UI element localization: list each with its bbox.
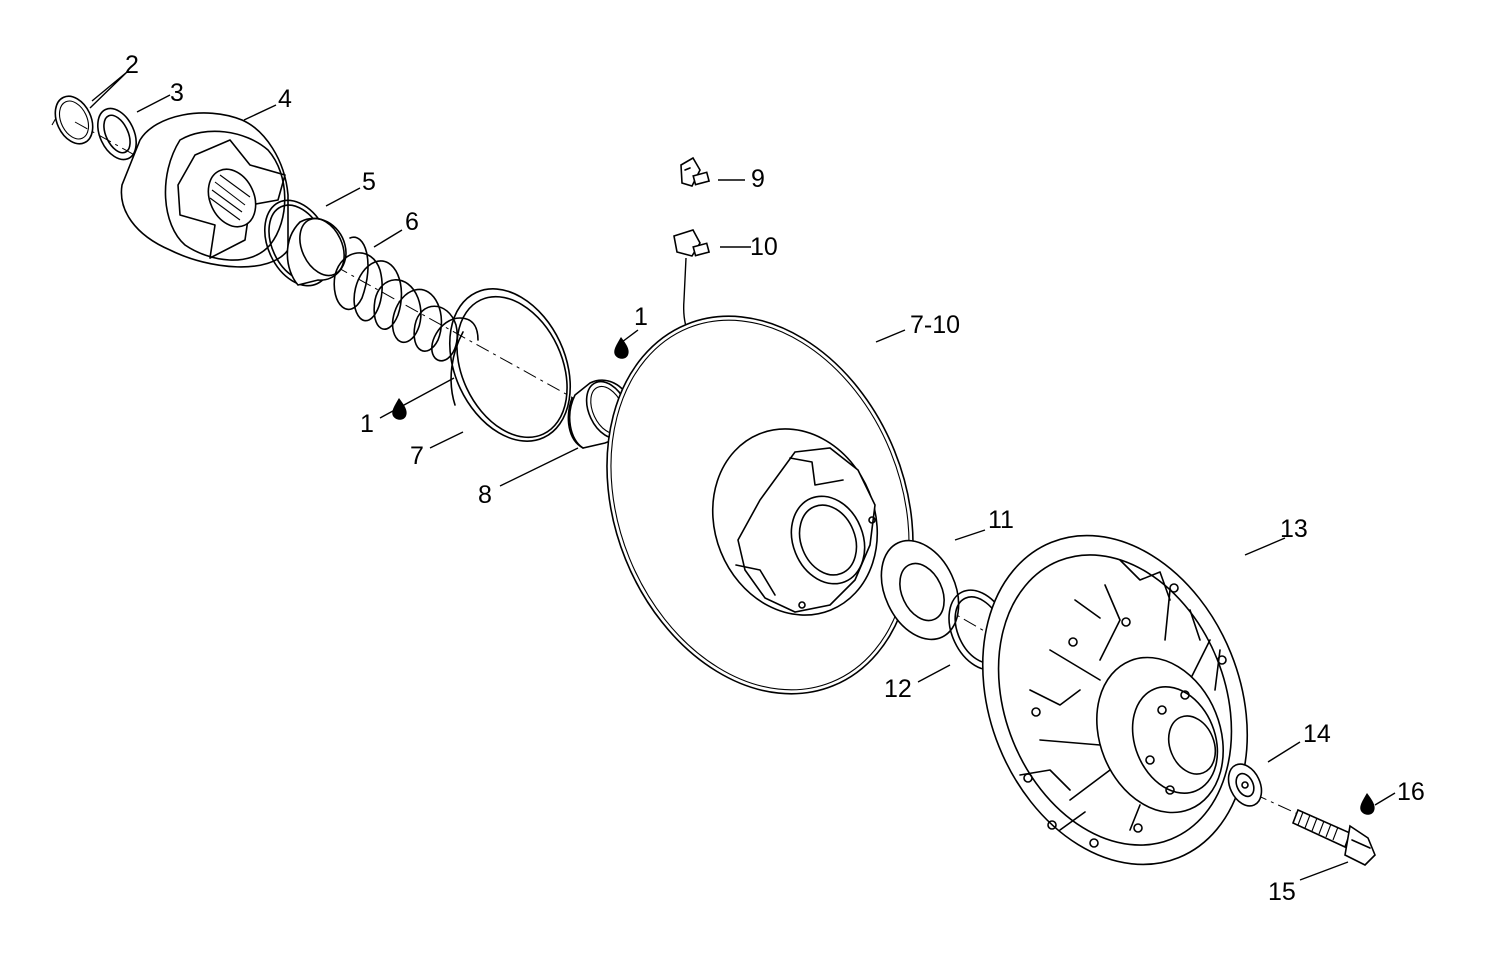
callout-4: 4: [278, 85, 292, 113]
callout-15: 15: [1268, 878, 1296, 906]
leader-lines: [89, 71, 1396, 881]
callout-11: 11: [988, 506, 1014, 534]
oil-drop-icon: [392, 398, 407, 420]
callout-9: 9: [751, 165, 765, 193]
part-9-slider-button: [680, 156, 711, 187]
callout-5: 5: [362, 168, 376, 196]
part-6-spring: [333, 236, 479, 362]
part-13-cam-pulley: [981, 534, 1249, 866]
callout-1-upper: 1: [634, 303, 648, 331]
part-3-washer: [97, 107, 137, 161]
oil-drop-icon: [1360, 793, 1375, 815]
part-2-snap-ring: [51, 95, 94, 145]
callout-1-lower: 1: [360, 410, 374, 438]
callout-3: 3: [170, 79, 184, 107]
callout-8: 8: [478, 481, 492, 509]
callout-7: 7: [410, 442, 424, 470]
part-4-cam-housing: [120, 112, 289, 268]
part-14-washer: [1227, 763, 1263, 807]
callout-6: 6: [405, 208, 419, 236]
callout-10: 10: [750, 233, 778, 261]
callout-12: 12: [884, 675, 912, 703]
part-11-thrust-washer: [880, 539, 960, 641]
oil-drop-icon: [614, 337, 629, 359]
callout-13: 13: [1280, 515, 1308, 543]
callout-7-10: 7-10: [910, 311, 960, 339]
callout-14: 14: [1303, 720, 1331, 748]
part-15-bolt: [1291, 808, 1376, 866]
callout-2: 2: [125, 51, 139, 79]
callout-16: 16: [1397, 778, 1425, 806]
part-7-ring-band: [448, 288, 572, 442]
part-7-10-sheave-assembly: [606, 315, 914, 695]
